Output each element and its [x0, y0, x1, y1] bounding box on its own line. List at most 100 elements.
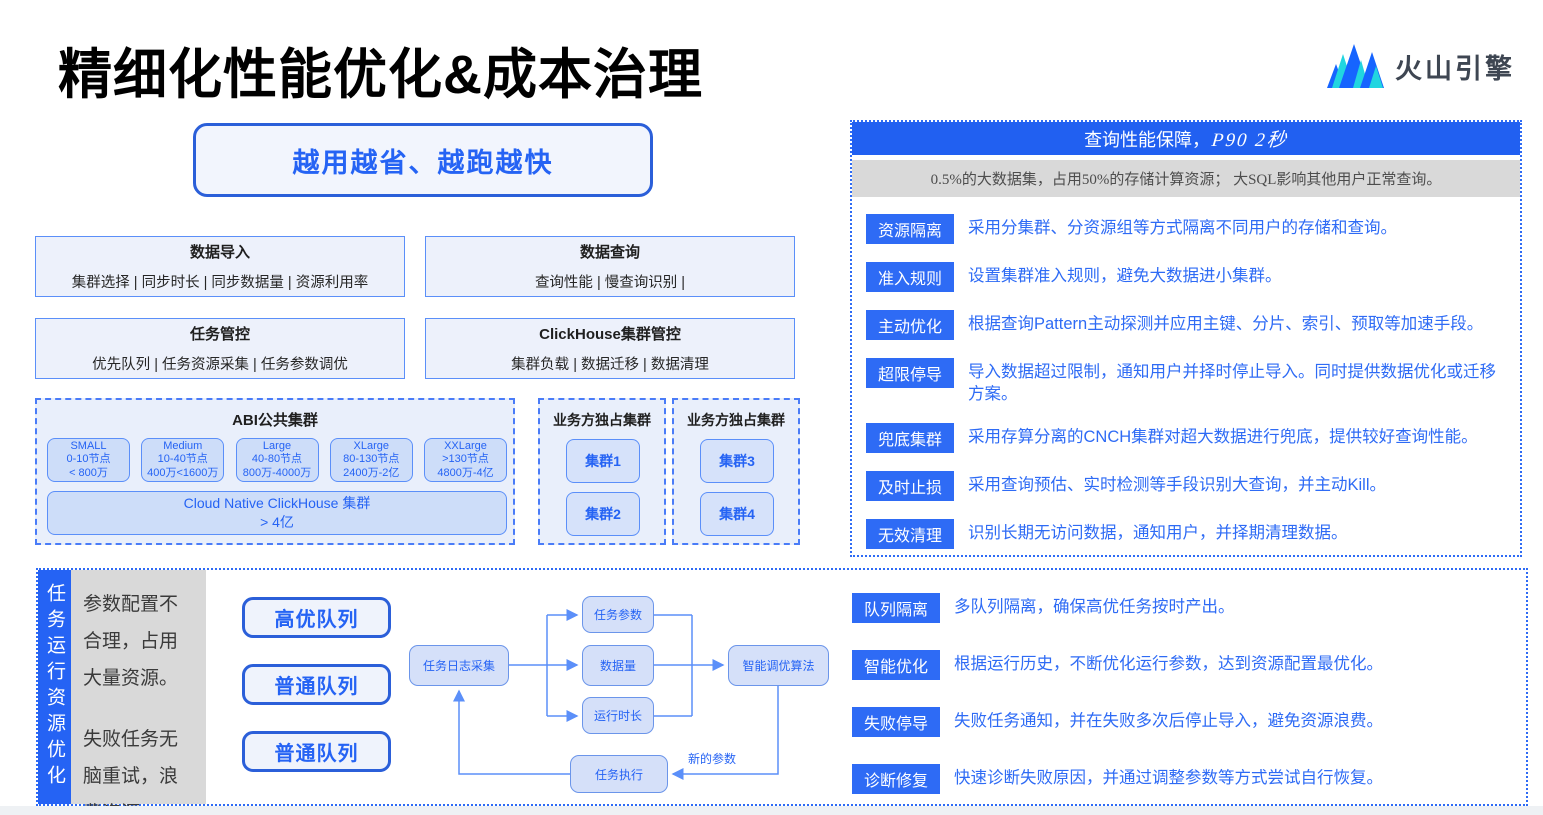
- page-title: 精细化性能优化&成本治理: [58, 45, 703, 105]
- mountain-logo-icon: [1327, 44, 1384, 88]
- volcengine-logo: 火山引擎: [1327, 44, 1515, 88]
- row-text: 采用存算分离的CNCH集群对超大数据进行兜底，提供较好查询性能。: [968, 428, 1478, 446]
- query-performance-panel: 查询性能保障， P90 2秒 0.5%的大数据集，占用50%的存储计算资源； 大…: [850, 120, 1522, 557]
- cluster-box: 集群1: [566, 439, 640, 483]
- flow-node-run-duration: 运行时长: [582, 697, 654, 734]
- query-panel-rows: 资源隔离 采用分集群、分资源组等方式隔离不同用户的存储和查询。 准入规则 设置集…: [852, 197, 1520, 549]
- row-label-chip: 失败停导: [852, 707, 940, 737]
- cluster-box: 集群4: [700, 492, 774, 536]
- slogan-box: 越用越省、越跑越快: [193, 123, 653, 197]
- dedicated-cluster-panel-2: 业务方独占集群 集群3 集群4: [672, 398, 800, 545]
- flow-edge-label-new-params: 新的参数: [688, 752, 737, 766]
- row-queue-isolation: 队列隔离 多队列隔离，确保高优任务按时产出。: [852, 593, 1522, 623]
- feature-title: 数据查询: [579, 244, 640, 261]
- task-panel-rows: 队列隔离 多队列隔离，确保高优任务按时产出。 智能优化 根据运行历史，不断优化运…: [852, 593, 1522, 794]
- dedicated-panel-title: 业务方独占集群: [553, 412, 651, 428]
- row-fallback-cluster: 兜底集群 采用存算分离的CNCH集群对超大数据进行兜底，提供较好查询性能。: [866, 423, 1508, 453]
- feature-subtitle: 优先队列 | 任务资源采集 | 任务参数调优: [92, 357, 348, 373]
- flow-node-log-collect: 任务日志采集: [409, 645, 509, 686]
- row-text: 导入数据超过限制，通知用户并择时停止导入。同时提供数据优化或迁移方案。: [968, 363, 1496, 403]
- tier-name: SMALL: [70, 439, 107, 452]
- tier-large: Large 40-80节点 800万-4000万: [235, 438, 319, 482]
- task-panel-side-bar: 任务运行资源优化: [38, 570, 71, 804]
- slide-bottom-edge: [0, 806, 1543, 815]
- cloud-native-title: Cloud Native ClickHouse 集群: [183, 495, 371, 511]
- feature-box-task-control: 任务管控 优先队列 | 任务资源采集 | 任务参数调优: [35, 318, 405, 379]
- row-text: 识别长期无访问数据，通知用户，并择期清理数据。: [968, 524, 1348, 542]
- tier-range: < 800万: [69, 466, 108, 479]
- tier-name: Large: [262, 439, 292, 452]
- row-smart-optimization: 智能优化 根据运行历史，不断优化运行参数，达到资源配置最优化。: [852, 650, 1522, 680]
- row-text: 快速诊断失败原因，并通过调整参数等方式尝试自行恢复。: [954, 769, 1383, 787]
- tier-xlarge: XLarge 80-130节点 2400万-2亿: [329, 438, 413, 482]
- row-admission-rules: 准入规则 设置集群准入规则，避免大数据进小集群。: [866, 262, 1508, 292]
- tier-nodes: 10-40节点: [157, 453, 208, 466]
- logo-text: 火山引擎: [1395, 53, 1515, 84]
- flow-node-task-params: 任务参数: [582, 596, 654, 633]
- query-panel-header: 查询性能保障， P90 2秒: [852, 122, 1520, 155]
- tier-range: 4800万-4亿: [437, 466, 494, 479]
- tier-small: SMALL 0-10节点 < 800万: [47, 438, 130, 482]
- header-highlight: P90 2秒: [1210, 130, 1289, 151]
- tuning-flow-diagram: 任务日志采集 任务参数 数据量 运行时长 智能调优算法 任务执行 新的参数: [392, 570, 852, 808]
- tier-xxlarge: XXLarge >130节点 4800万-4亿: [424, 438, 507, 482]
- flow-connector-lines: [453, 609, 779, 780]
- problem-panel: 参数配置不合理，占用大量资源。 失败任务无脑重试，浪费资源。: [71, 570, 206, 815]
- dedicated-cluster-panel-1: 业务方独占集群 集群1 集群2: [538, 398, 666, 545]
- flow-node-smart-tuning-algorithm: 智能调优算法: [728, 645, 829, 686]
- row-text: 根据运行历史，不断优化运行参数，达到资源配置最优化。: [954, 655, 1383, 673]
- feature-subtitle: 查询性能 | 慢查询识别 |: [534, 275, 686, 291]
- row-label-chip: 兜底集群: [866, 423, 954, 453]
- problem-text: 参数配置不合理，占用大量资源。: [83, 594, 179, 689]
- row-resource-isolation: 资源隔离 采用分集群、分资源组等方式隔离不同用户的存储和查询。: [866, 214, 1508, 244]
- cloud-native-clickhouse-bar: Cloud Native ClickHouse 集群 > 4亿: [47, 491, 507, 535]
- row-invalid-cleanup: 无效清理 识别长期无访问数据，通知用户，并择期清理数据。: [866, 519, 1508, 549]
- tier-name: XLarge: [353, 439, 389, 452]
- tier-nodes: >130节点: [442, 453, 489, 466]
- side-bar-title: 任务运行资源优化: [44, 583, 65, 791]
- row-failure-stop-import: 失败停导 失败任务通知，并在失败多次后停止导入，避免资源浪费。: [852, 707, 1522, 737]
- feature-box-clickhouse-control: ClickHouse集群管控 集群负载 | 数据迁移 | 数据清理: [425, 318, 795, 379]
- flow-node-data-volume: 数据量: [582, 645, 654, 686]
- feature-box-data-query: 数据查询 查询性能 | 慢查询识别 |: [425, 236, 795, 297]
- row-text: 多队列隔离，确保高优任务按时产出。: [954, 598, 1235, 616]
- tier-range: 2400万-2亿: [343, 466, 400, 479]
- tier-name: XXLarge: [444, 439, 487, 452]
- row-timely-stop-loss: 及时止损 采用查询预估、实时检测等手段识别大查询，并主动Kill。: [866, 471, 1508, 501]
- row-label-chip: 资源隔离: [866, 214, 954, 244]
- task-resource-panel: 任务运行资源优化 参数配置不合理，占用大量资源。 失败任务无脑重试，浪费资源。 …: [36, 568, 1528, 815]
- dedicated-panel-title: 业务方独占集群: [687, 412, 785, 428]
- abi-tier-list: SMALL 0-10节点 < 800万 Medium 10-40节点 400万<…: [47, 438, 507, 482]
- row-text: 失败任务通知，并在失败多次后停止导入，避免资源浪费。: [954, 712, 1383, 730]
- row-over-limit-stop: 超限停导 导入数据超过限制，通知用户并择时停止导入。同时提供数据优化或迁移方案。: [866, 358, 1508, 405]
- flow-node-task-execution: 任务执行: [570, 755, 668, 793]
- problem-text: 失败任务无脑重试，浪费资源。: [83, 729, 179, 815]
- cluster-box: 集群2: [566, 492, 640, 536]
- row-text: 采用分集群、分资源组等方式隔离不同用户的存储和查询。: [968, 219, 1397, 237]
- row-label-chip: 超限停导: [866, 358, 954, 388]
- row-label-chip: 准入规则: [866, 262, 954, 292]
- tier-nodes: 80-130节点: [343, 453, 400, 466]
- tier-name: Medium: [163, 439, 203, 452]
- feature-subtitle: 集群选择 | 同步时长 | 同步数据量 | 资源利用率: [71, 275, 369, 291]
- cluster-box: 集群3: [700, 439, 774, 483]
- row-label-chip: 无效清理: [866, 519, 954, 549]
- feature-box-data-import: 数据导入 集群选择 | 同步时长 | 同步数据量 | 资源利用率: [35, 236, 405, 297]
- feature-title: 数据导入: [189, 244, 250, 261]
- row-diagnose-repair: 诊断修复 快速诊断失败原因，并通过调整参数等方式尝试自行恢复。: [852, 764, 1522, 794]
- feature-subtitle: 集群负载 | 数据迁移 | 数据清理: [511, 357, 709, 373]
- row-label-chip: 智能优化: [852, 650, 940, 680]
- row-label-chip: 诊断修复: [852, 764, 940, 794]
- high-priority-queue-button: 高优队列: [242, 597, 391, 638]
- tier-nodes: 0-10节点: [66, 453, 111, 466]
- abi-public-cluster-panel: ABI公共集群 SMALL 0-10节点 < 800万 Medium 10-40…: [35, 398, 515, 545]
- row-text: 根据查询Pattern主动探测并应用主键、分片、索引、预取等加速手段。: [968, 315, 1484, 333]
- slogan-text: 越用越省、越跑越快: [292, 147, 554, 178]
- normal-queue-button: 普通队列: [242, 664, 391, 705]
- tier-range: 400万<1600万: [147, 466, 219, 479]
- header-text: 查询性能保障，: [1084, 129, 1211, 150]
- feature-title: ClickHouse集群管控: [539, 326, 681, 343]
- row-label-chip: 及时止损: [866, 471, 954, 501]
- row-text: 设置集群准入规则，避免大数据进小集群。: [968, 267, 1282, 285]
